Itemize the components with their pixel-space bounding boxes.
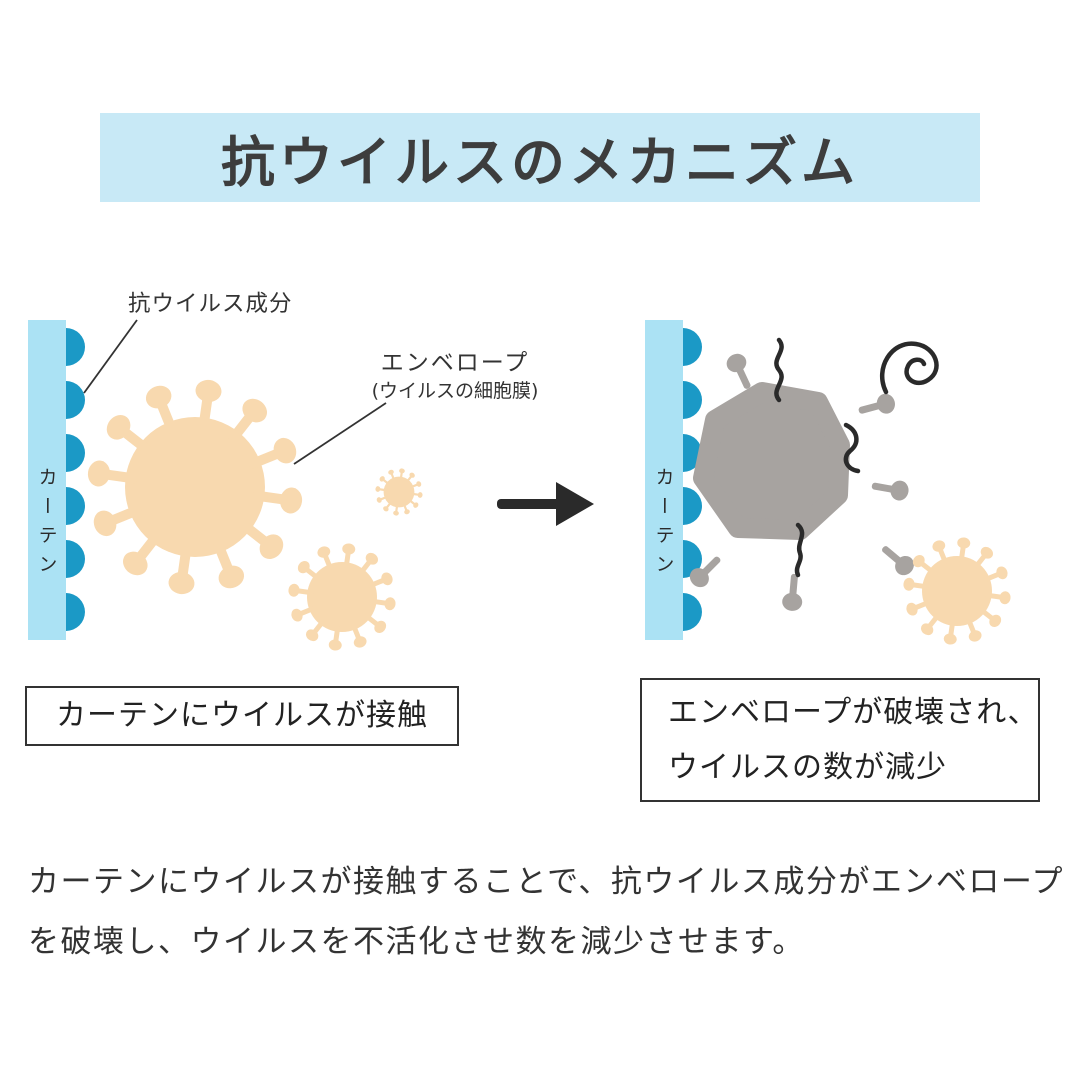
antiviral-bumps-left xyxy=(66,328,85,631)
page-title: 抗ウイルスのメカニズム xyxy=(221,131,859,194)
destroyed-virus xyxy=(693,382,850,540)
caption-box-contact: カーテンにウイルスが接触 xyxy=(25,686,459,746)
description-line1: カーテンにウイルスが接触することで、抗ウイルス成分がエンベロープ xyxy=(28,864,1064,900)
curtain-label-right: カーテン xyxy=(652,467,675,583)
curtain-label-left: カーテン xyxy=(35,467,58,583)
curtain-left xyxy=(28,320,66,640)
component-leader-line xyxy=(83,319,138,394)
envelope-leader-line xyxy=(293,402,387,465)
antiviral-component-label: 抗ウイルス成分 xyxy=(128,291,293,317)
caption-destroyed-line2: ウイルスの数が減少 xyxy=(668,750,947,785)
envelope-label: エンベロープ xyxy=(381,350,530,376)
description-text: カーテンにウイルスが接触することで、抗ウイルス成分がエンベロープ を破壊し、ウイ… xyxy=(28,852,1064,973)
squiggle-marks xyxy=(774,337,939,578)
description-line2: を破壊し、ウイルスを不活化させ数を減少させます。 xyxy=(28,924,805,961)
title-banner: 抗ウイルスのメカニズム xyxy=(100,113,980,202)
medium-virus xyxy=(288,543,397,652)
tiny-virus xyxy=(375,468,423,516)
envelope-sublabel: (ウイルスの細胞膜) xyxy=(372,380,539,402)
large-virus xyxy=(86,378,304,596)
caption-box-destroyed: エンベロープが破壊され、 ウイルスの数が減少 xyxy=(640,678,1040,802)
curtain-right xyxy=(645,320,683,640)
caption-contact-text: カーテンにウイルスが接触 xyxy=(56,698,428,734)
surviving-virus xyxy=(903,537,1012,646)
caption-destroyed-line1: エンベロープが破壊され、 xyxy=(668,694,1039,730)
arrow-right-icon xyxy=(497,482,594,526)
